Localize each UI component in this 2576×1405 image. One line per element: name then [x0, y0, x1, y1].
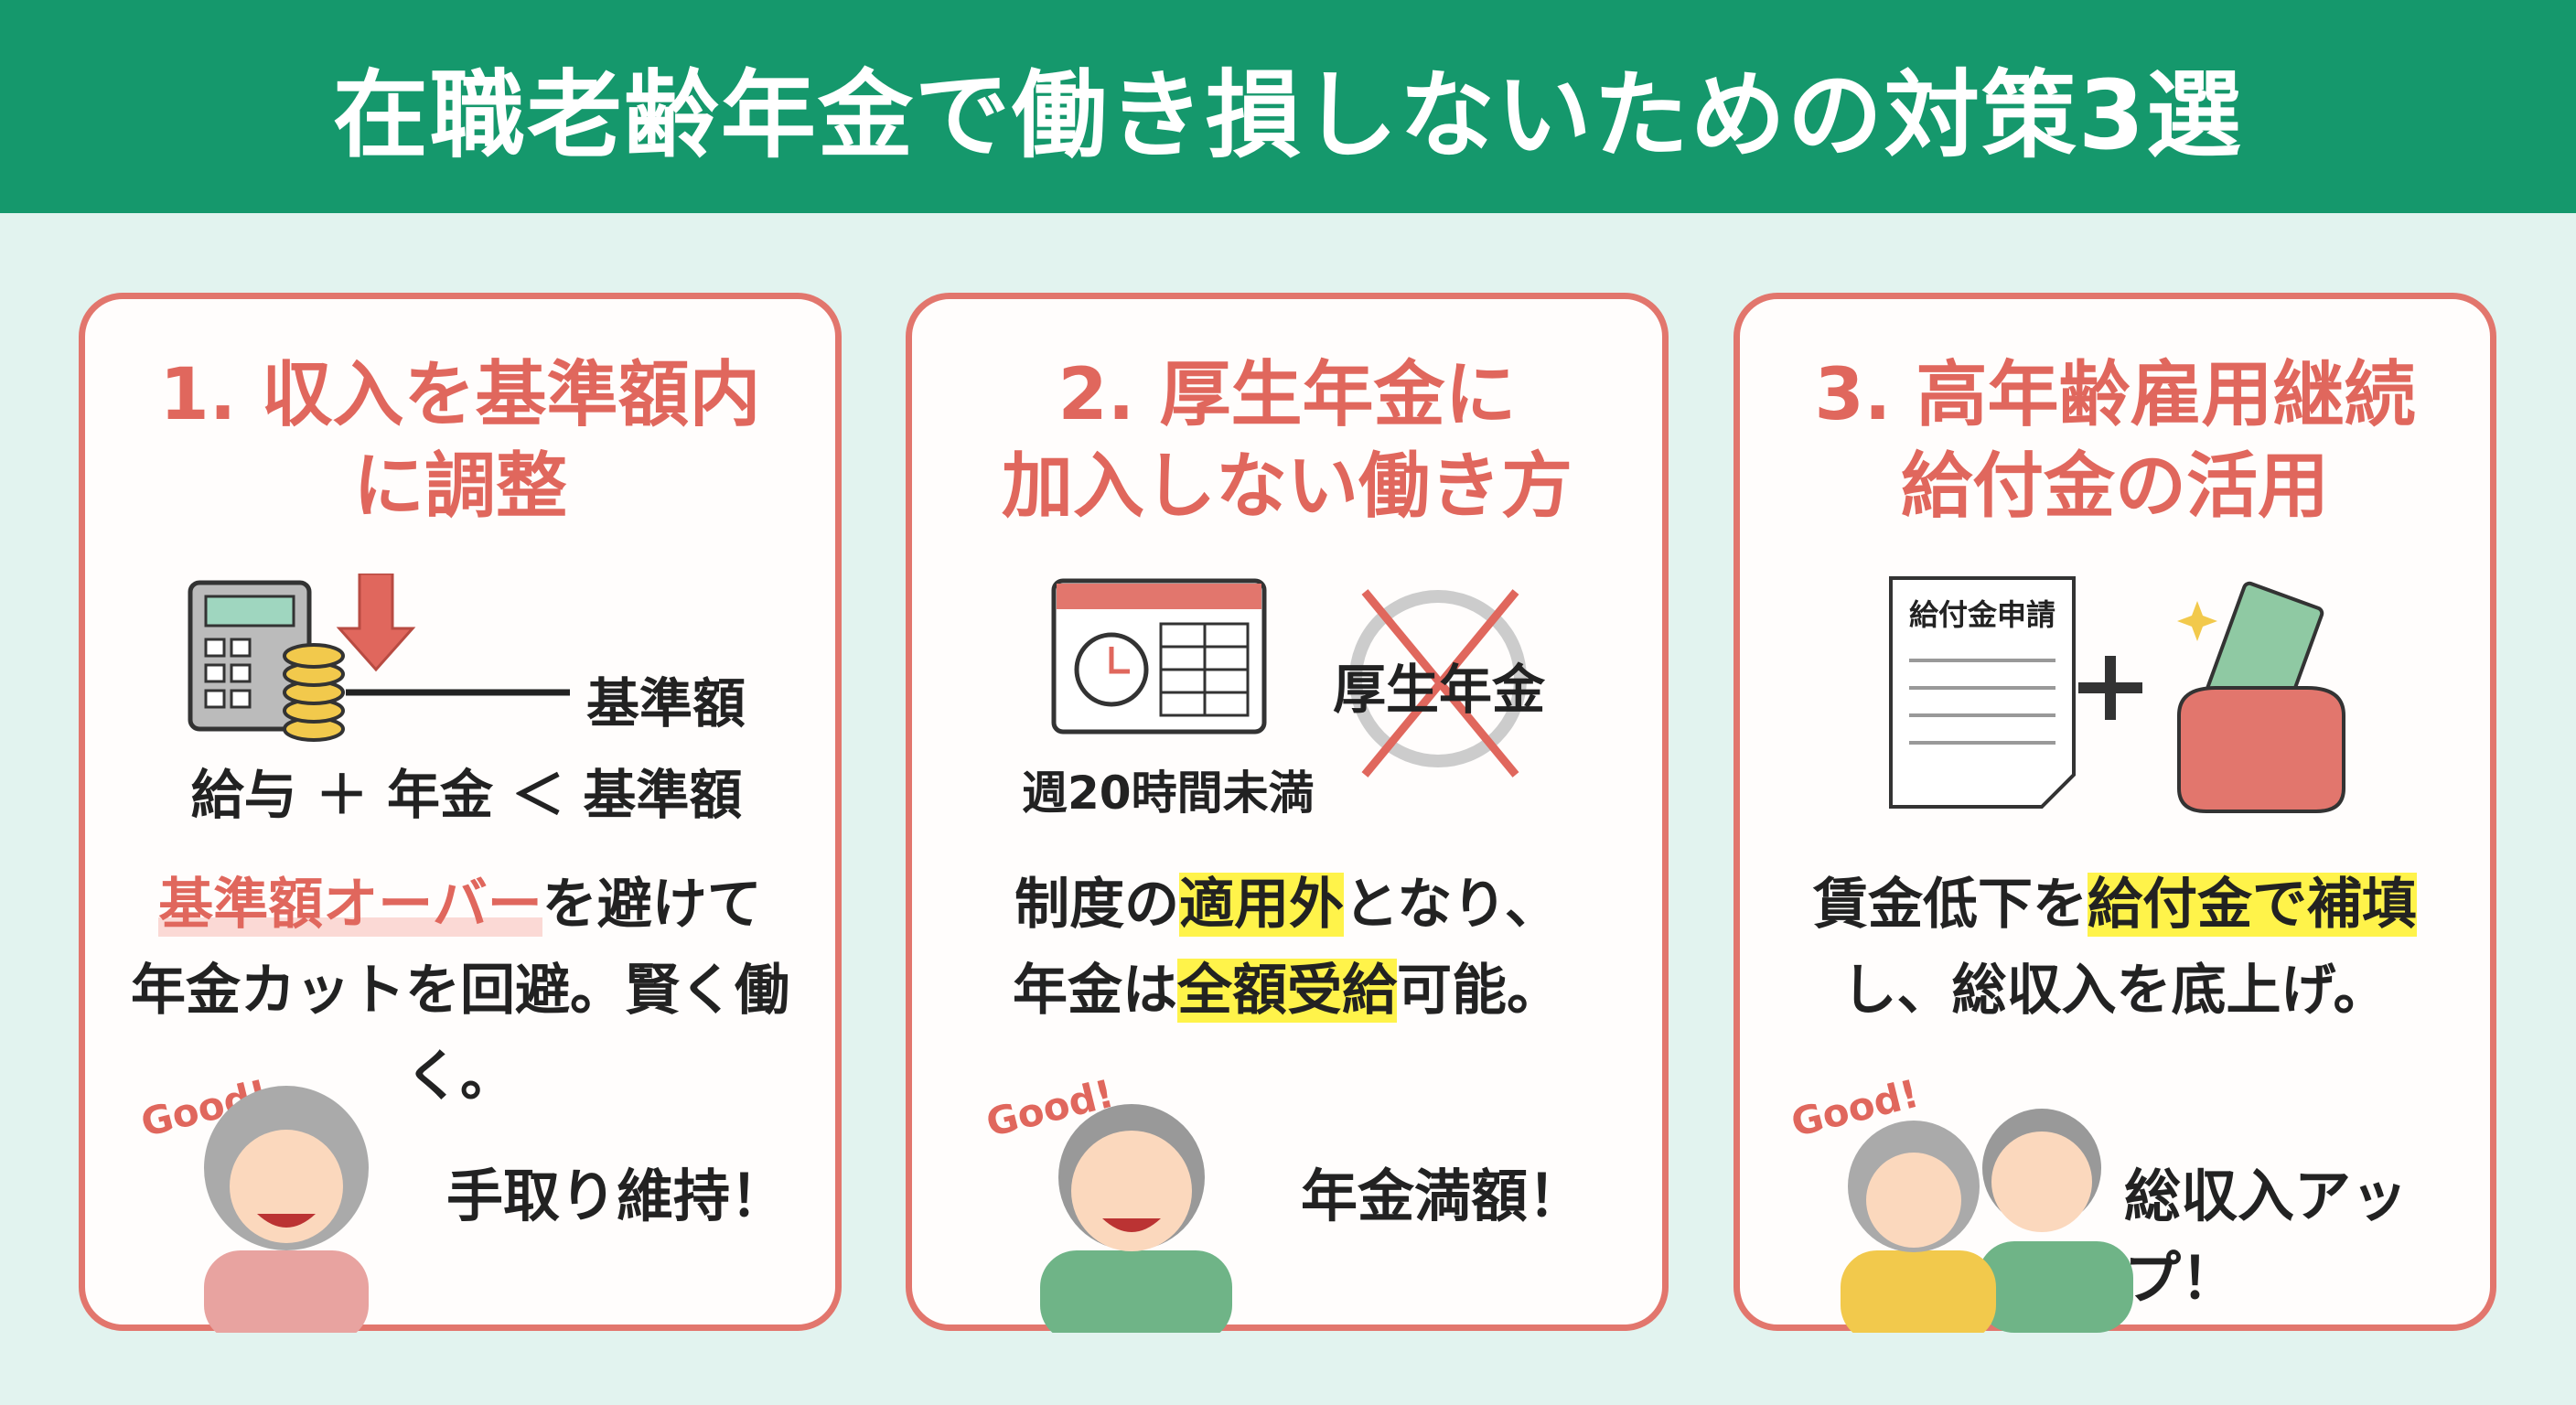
card-strategy-1: 1. 収入を基準額内に調整 基準額 給与 ＋ 年金 ＜ 基準額 基準額オーバーを…	[79, 293, 842, 1333]
caption: 手取り維持！	[446, 1163, 788, 1229]
schedule-illustration: 厚生年金 週20時間未満	[912, 574, 1662, 848]
document-title: 給付金申請	[1909, 597, 2056, 632]
formula-label: 給与 ＋ 年金 ＜ 基準額	[190, 764, 743, 826]
card-strategy-3: 3. 高年齢雇用継続給付金の活用 給付金申請 賃金低下を給付金で補填 し、総収入…	[1733, 293, 2496, 1333]
card-title: 1. 収入を基準額内に調整	[159, 354, 761, 528]
calculator-coins-icon	[188, 572, 570, 742]
page-title: 在職老齢年金で働き損しないための対策3選	[332, 59, 2244, 171]
senior-man-icon	[1040, 1104, 1232, 1333]
caption: 年金満額！	[1301, 1163, 1585, 1229]
document-wallet-icon	[1889, 576, 2345, 813]
caption: 総収入アップ！	[2124, 1163, 2409, 1312]
card-body: 賃金低下を給付金で補填 し、総収入を底上げ。	[1813, 873, 2417, 1023]
card-body: 制度の適用外となり、 年金は全額受給可能。	[1013, 873, 1562, 1023]
threshold-label: 基準額	[586, 672, 746, 735]
calculator-illustration: 基準額 給与 ＋ 年金 ＜ 基準額	[85, 572, 835, 848]
senior-woman-icon	[204, 1086, 369, 1333]
card-title: 2. 厚生年金に加入しない働き方	[1001, 354, 1572, 528]
hours-label: 週20時間未満	[1022, 767, 1315, 820]
pension-label: 厚生年金	[1333, 659, 1546, 721]
card-strategy-2: 2. 厚生年金に加入しない働き方 厚生年金 週20時間未満 制度の適用外となり、…	[906, 293, 1669, 1333]
header-banner: 在職老齢年金で働き損しないための対策3選	[0, 0, 2576, 213]
calendar-clock-icon	[1051, 578, 1527, 778]
card-title: 3. 高年齢雇用継続給付金の活用	[1814, 354, 2416, 528]
senior-couple-icon	[1841, 1109, 2133, 1333]
card-body: 基準額オーバーを避けて 年金カットを回避。賢く働く。	[131, 873, 789, 1109]
benefit-illustration: 給付金申請	[1740, 574, 2490, 848]
